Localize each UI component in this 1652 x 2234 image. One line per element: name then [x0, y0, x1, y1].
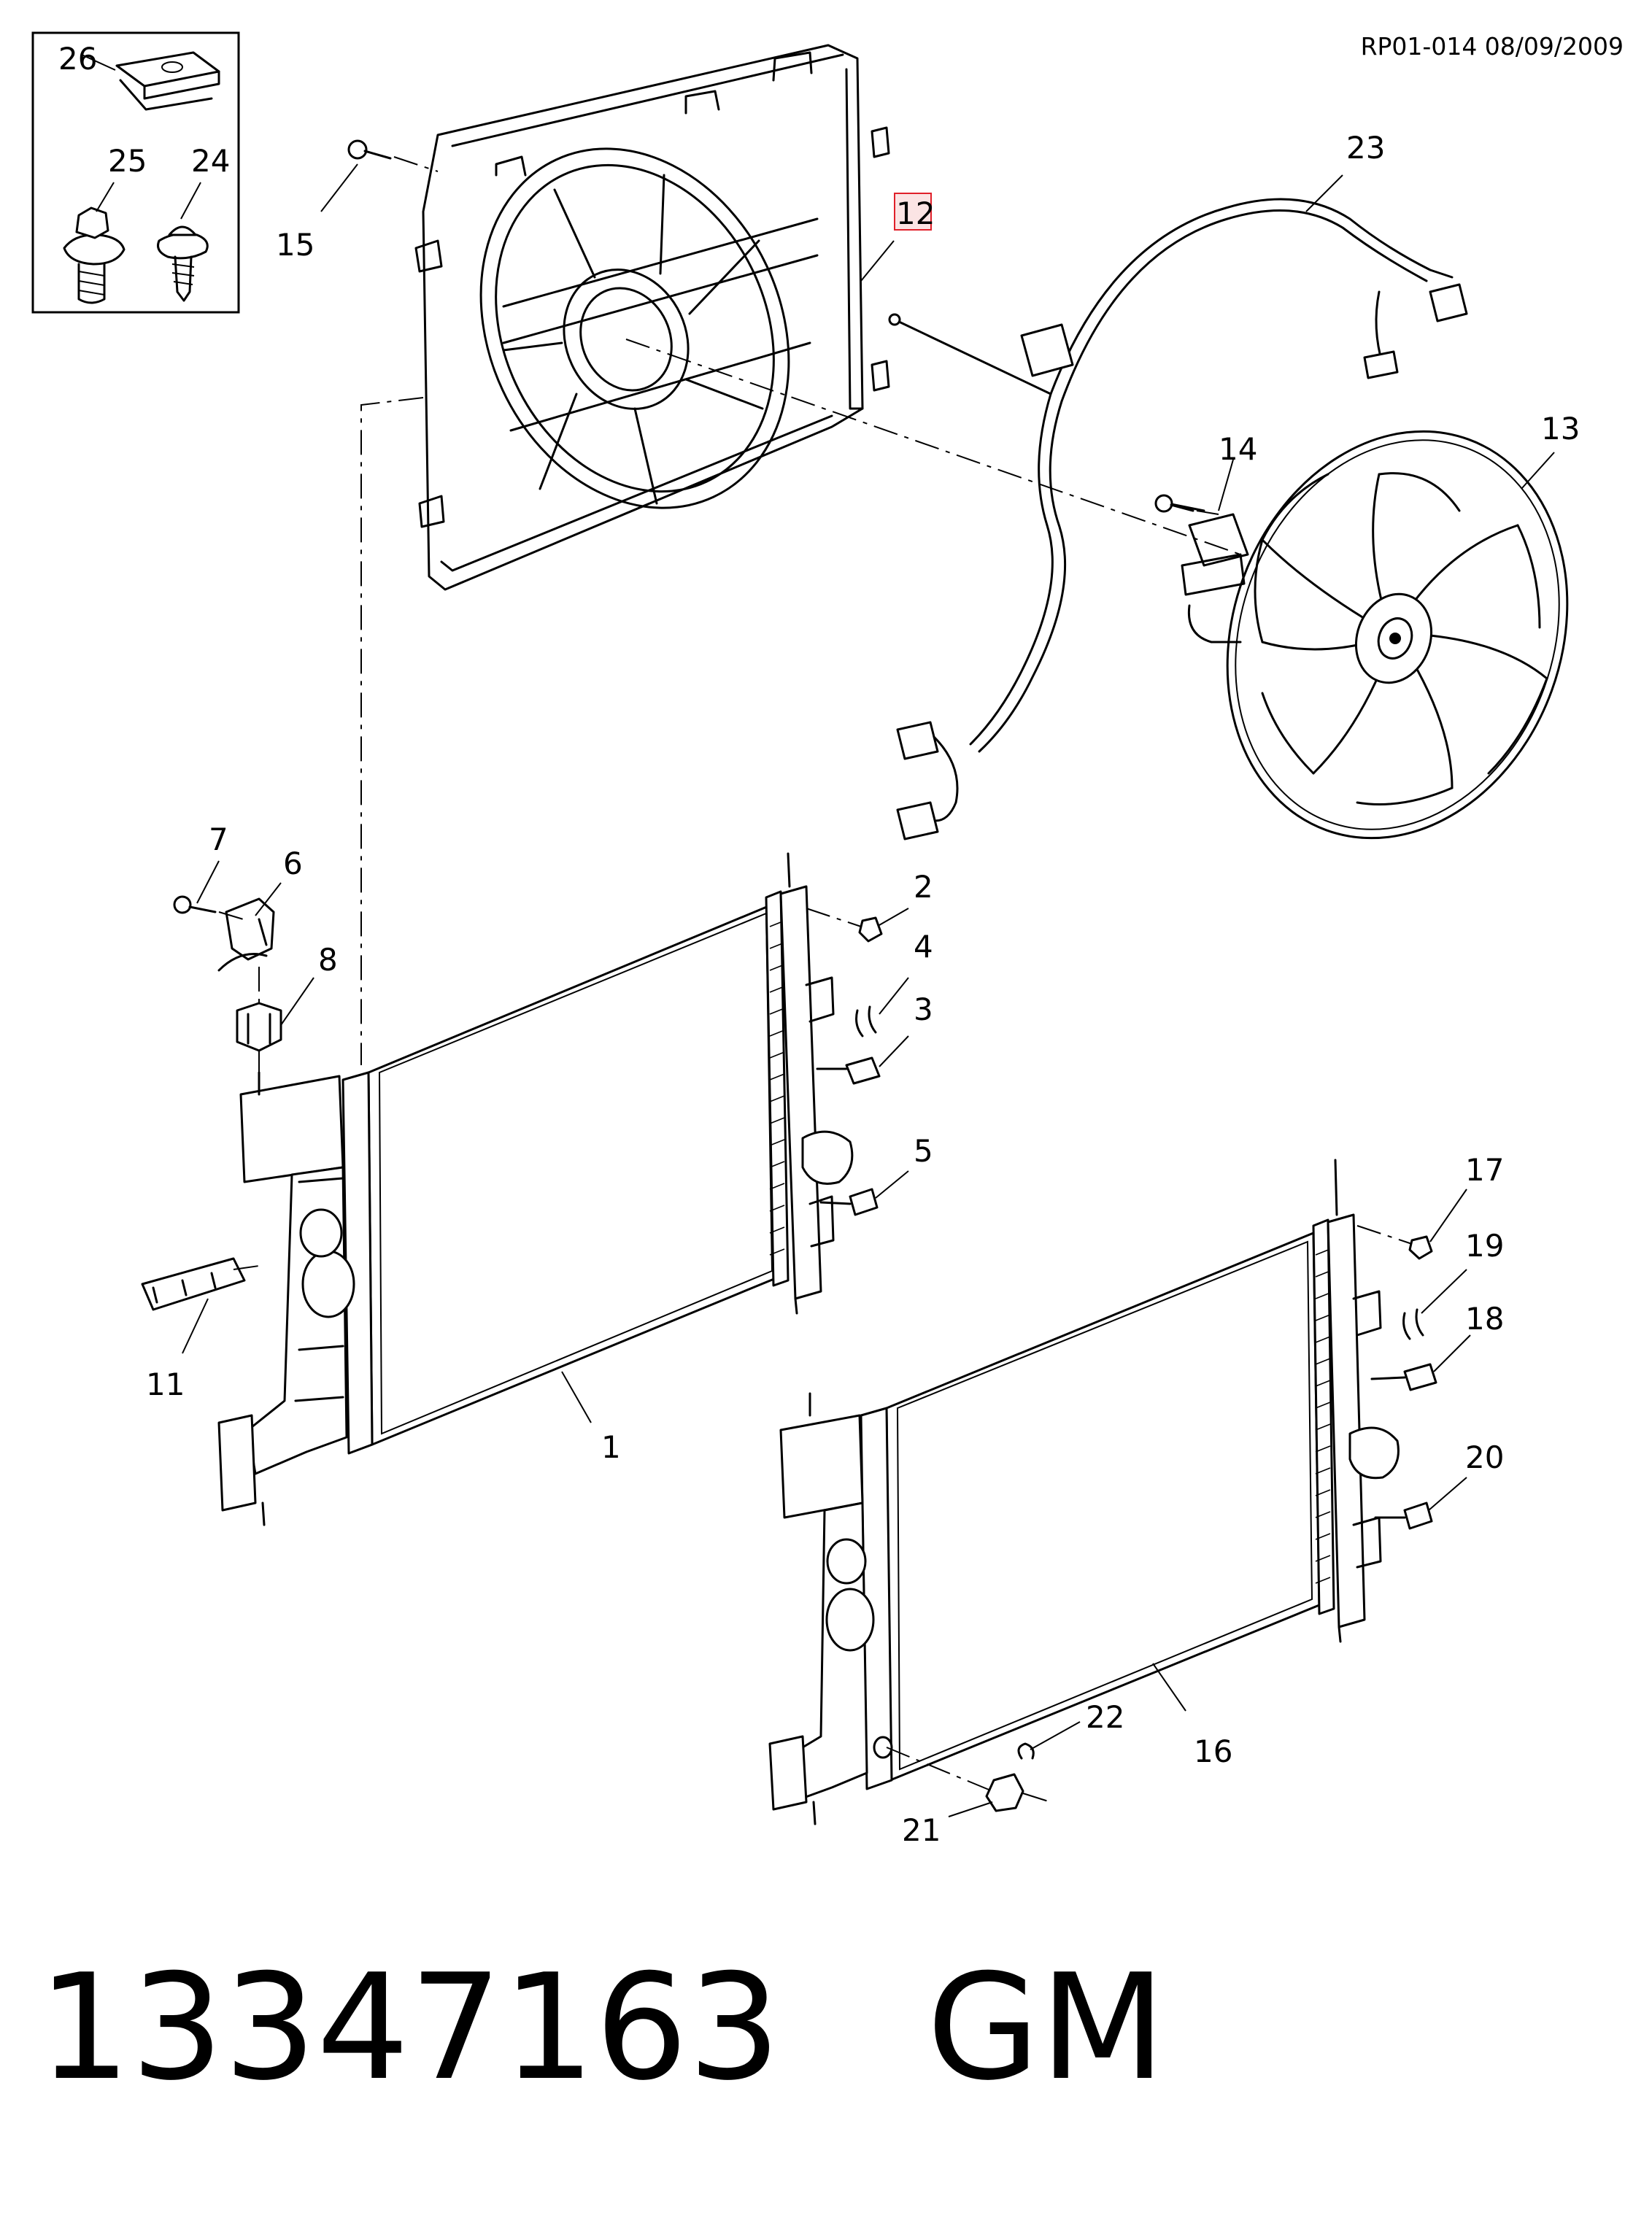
callout-24: 24 — [191, 143, 230, 179]
clip-4 — [855, 1005, 877, 1037]
callout-8: 8 — [318, 942, 338, 978]
bolt-15 — [347, 139, 392, 160]
o-ring-22 — [1017, 1742, 1035, 1760]
bolt-2 — [858, 916, 883, 943]
bracket-11 — [141, 1257, 246, 1311]
callout-23: 23 — [1346, 130, 1385, 166]
fan-shroud-12 — [414, 44, 890, 591]
clip-19 — [1402, 1308, 1424, 1340]
callout-19: 19 — [1465, 1228, 1504, 1264]
assembly-lines — [218, 156, 1413, 1803]
sensor-3 — [816, 1056, 881, 1085]
sensor-20 — [1374, 1501, 1433, 1530]
clip-nut-26 — [115, 51, 220, 111]
wiring-harness-23 — [888, 198, 1468, 840]
callout-5: 5 — [914, 1133, 933, 1169]
callout-22: 22 — [1086, 1699, 1124, 1735]
screw-24 — [157, 225, 209, 302]
callout-13: 13 — [1541, 411, 1580, 447]
callout-16: 16 — [1194, 1734, 1232, 1769]
callout-7: 7 — [209, 822, 228, 857]
part-number: 13347163 — [38, 1943, 781, 2113]
callout-4: 4 — [914, 929, 933, 965]
cooling-fan-13 — [1166, 430, 1569, 840]
callout-1: 1 — [601, 1429, 621, 1465]
callout-15: 15 — [276, 227, 314, 263]
sensor-5 — [819, 1188, 879, 1216]
radiator-16 — [768, 1159, 1400, 1825]
drain-plug-21 — [985, 1773, 1024, 1812]
callout-25: 25 — [108, 143, 147, 179]
part-number-caption: 13347163 GM — [38, 1943, 1166, 2113]
callout-2: 2 — [914, 869, 933, 905]
reference-code: RP01-014 08/09/2009 — [1361, 32, 1624, 61]
callout-6: 6 — [283, 846, 303, 881]
callout-26: 26 — [58, 41, 97, 77]
callout-18: 18 — [1465, 1301, 1504, 1337]
insulator-8 — [236, 1002, 282, 1052]
callout-14: 14 — [1219, 431, 1257, 467]
callout-3: 3 — [914, 992, 933, 1027]
leader-lines — [182, 163, 1555, 1817]
bolt-14 — [1154, 494, 1194, 513]
bolt-25 — [63, 206, 126, 304]
bolt-7 — [173, 895, 217, 914]
bracket-6 — [217, 897, 275, 972]
bolt-17 — [1408, 1235, 1433, 1260]
fastener-inset-box — [31, 31, 240, 314]
callout-12: 12 — [896, 196, 935, 231]
callout-21: 21 — [902, 1812, 941, 1848]
sensor-18 — [1370, 1363, 1437, 1391]
callout-20: 20 — [1465, 1439, 1504, 1475]
callout-17: 17 — [1465, 1152, 1504, 1188]
callout-12-highlight — [894, 193, 932, 231]
radiator-1 — [217, 852, 854, 1526]
callout-11: 11 — [146, 1367, 185, 1402]
brand-name: GM — [926, 1943, 1166, 2113]
